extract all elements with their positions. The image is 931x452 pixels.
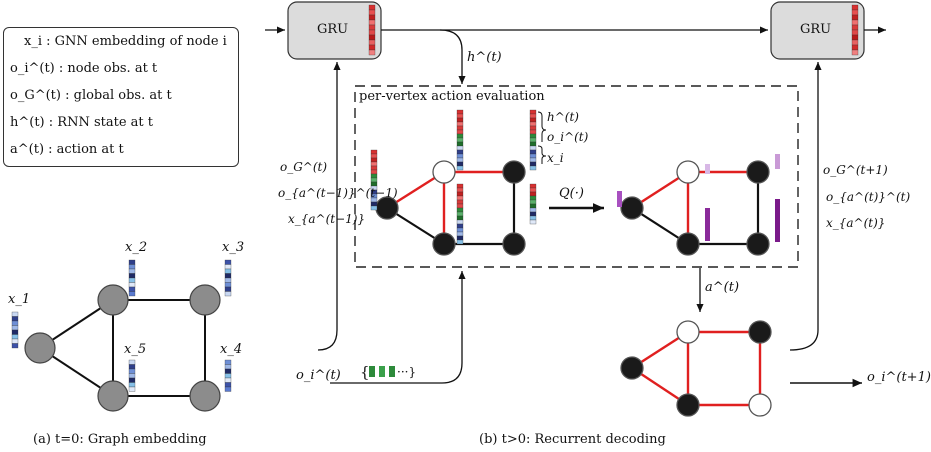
node-obs-arrow	[330, 271, 466, 384]
hidden-state-label: h^(t)	[467, 50, 502, 65]
legend-item-action: a^(t) : action at t	[10, 142, 124, 157]
feature-stack-node-2	[456, 109, 464, 171]
svg-text:{: {	[360, 363, 370, 381]
diagram-canvas: { ···}	[11, 1, 886, 417]
left-inputs-arrow	[317, 62, 341, 351]
feature-stack-node-4	[529, 183, 537, 225]
embedding-vector-x2	[128, 259, 136, 297]
left-input-global-obs: o_G^(t)	[280, 160, 328, 174]
node-label-x5: x_5	[124, 342, 147, 357]
right-input-action-obs: o_{a^(t)}^(t)	[826, 190, 911, 204]
graph-node-5	[97, 380, 129, 412]
legend-item-global-obs: o_G^(t) : global obs. at t	[10, 88, 172, 103]
legend-item-rnn-state: h^(t) : RNN state at t	[10, 115, 153, 130]
gru-left-state	[368, 4, 376, 56]
legend-item-x: x_i : GNN embedding of node i	[24, 34, 227, 49]
gru-left-label: GRU	[317, 22, 349, 37]
node-label-x1: x_1	[8, 292, 31, 307]
evaluation-box	[354, 85, 799, 268]
svg-text:···}: ···}	[397, 365, 416, 379]
embedding-vector-x5	[128, 359, 136, 392]
graph-node-3	[189, 284, 221, 316]
green-observation-set: { ···}	[360, 363, 416, 381]
node-obs-out-label: o_i^(t+1)	[867, 370, 931, 385]
q-bar-node-4	[775, 199, 780, 242]
q-value-graph	[617, 154, 780, 256]
graph-node-4	[189, 380, 221, 412]
node-label-x4: x_4	[220, 342, 243, 357]
legend-box: x_i : GNN embedding of node i o_i^(t) : …	[3, 27, 239, 167]
graph-node-2	[97, 284, 129, 316]
stack-label-h: h^(t)	[547, 110, 579, 124]
stack-label-x: x_i	[547, 151, 564, 165]
next-state-graph	[620, 320, 772, 417]
gru-hidden-state-bars	[368, 4, 859, 56]
embedding-vector-x4	[224, 359, 232, 392]
feature-stack-node-5	[456, 183, 464, 245]
caption-a: (a) t=0: Graph embedding	[33, 432, 207, 447]
node-label-x3: x_3	[222, 240, 245, 255]
evaluation-box-title: per-vertex action evaluation	[359, 89, 545, 104]
right-input-embedding: x_{a^(t)}	[826, 216, 886, 230]
caption-b: (b) t>0: Recurrent decoding	[479, 432, 666, 447]
gru-right-state	[851, 4, 859, 56]
embedding-vector-x1	[11, 311, 19, 349]
right-inputs-arrow	[789, 62, 822, 351]
embedding-vectors	[11, 259, 232, 392]
node-label-x2: x_2	[125, 240, 148, 255]
gru-right-label: GRU	[800, 22, 832, 37]
embedding-graph	[24, 284, 221, 412]
feature-stack-node-1	[370, 149, 378, 211]
stack-label-o: o_i^(t)	[547, 130, 589, 144]
left-input-prev-action-obs: o_{a^(t−1)}^(t−1)	[278, 186, 398, 200]
q-bar-node-2	[705, 164, 710, 174]
feature-stack-node-3	[529, 109, 537, 171]
per-node-feature-stacks	[370, 109, 537, 245]
q-bar-node-1	[617, 191, 622, 207]
legend-item-node-obs: o_i^(t) : node obs. at t	[10, 61, 158, 76]
q-function-label: Q(·)	[559, 186, 584, 201]
right-input-global-obs: o_G^(t+1)	[823, 163, 888, 177]
embedding-vector-x3	[224, 259, 232, 297]
action-label: a^(t)	[705, 280, 740, 295]
node-obs-in-label: o_i^(t)	[296, 368, 341, 383]
q-bar-node-3	[775, 154, 780, 169]
graph-node-1	[24, 332, 56, 364]
left-input-prev-embedding: x_{a^(t−1)}	[288, 212, 366, 226]
q-bar-node-5	[705, 208, 710, 241]
hidden-state-arrow	[439, 29, 466, 84]
evaluation-graph	[375, 160, 526, 256]
